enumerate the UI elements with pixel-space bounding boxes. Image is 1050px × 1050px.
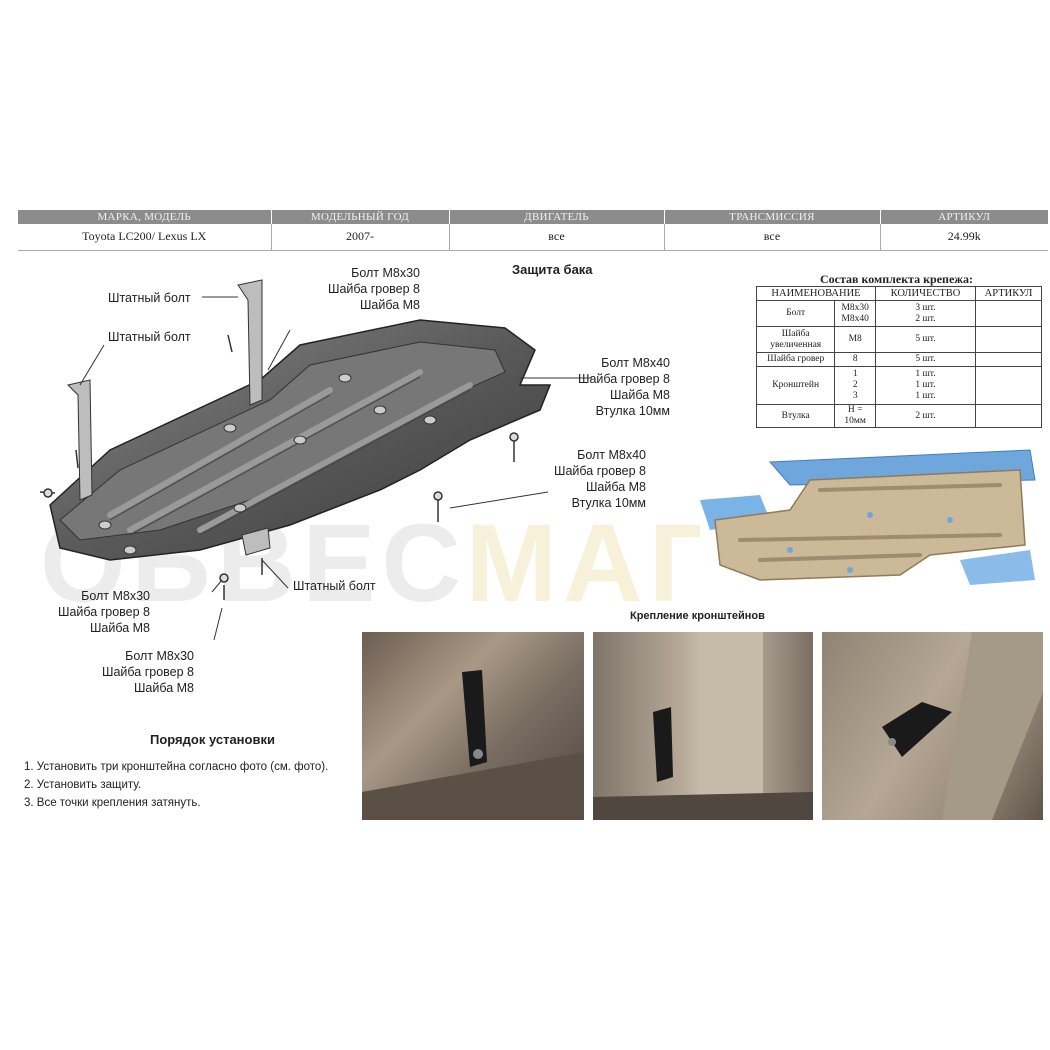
label-group-left-1: Болт М8х30 Шайба гровер 8 Шайба М8 xyxy=(58,589,150,635)
photo-bracket-1 xyxy=(362,632,584,820)
header-engine: ДВИГАТЕЛЬ xyxy=(449,210,665,224)
bracket-bottom xyxy=(241,527,271,556)
label-std-bolt-1: Штатный болт xyxy=(108,291,191,305)
label-std-bolt-2: Штатный болт xyxy=(108,330,191,344)
bracket-left xyxy=(67,379,93,501)
spec-table: МАРКА, МОДЕЛЬ МОДЕЛЬНЫЙ ГОД ДВИГАТЕЛЬ ТР… xyxy=(18,210,1048,251)
photo-bracket-3 xyxy=(822,632,1043,820)
cell-make-model: Toyota LC200/ Lexus LX xyxy=(18,224,272,251)
kit-header-qty: КОЛИЧЕСТВО xyxy=(875,286,976,301)
label-group-top: Болт М8х30 Шайба гровер 8 Шайба М8 xyxy=(328,266,420,312)
cell-transmission: все xyxy=(664,224,881,251)
list-item: 1. Установить три кронштейна согласно фо… xyxy=(24,761,329,773)
install-steps: 1. Установить три кронштейна согласно фо… xyxy=(24,758,328,812)
kit-title: Состав комплекта крепежа: xyxy=(820,272,973,286)
diagram-title: Защита бака xyxy=(512,262,593,277)
list-item: 2. Установить защиту. xyxy=(24,779,142,791)
table-row: Шайба гровер 8 5 шт. xyxy=(755,352,1042,367)
list-item: 3. Все точки крепления затянуть. xyxy=(24,797,201,809)
header-transmission: ТРАНСМИССИЯ xyxy=(664,210,881,224)
header-article: АРТИКУЛ xyxy=(880,210,1048,224)
cell-model-year: 2007- xyxy=(271,224,450,251)
bracket-top xyxy=(237,279,263,406)
header-model-year: МОДЕЛЬНЫЙ ГОД xyxy=(271,210,450,224)
label-group-right-1: Болт М8х40 Шайба гровер 8 Шайба М8 Втулк… xyxy=(578,356,670,418)
kit-header-article: АРТИКУЛ xyxy=(975,286,1042,301)
scan-render xyxy=(700,440,1040,590)
kit-header-name: НАИМЕНОВАНИЕ xyxy=(756,286,876,301)
label-std-bolt-3: Штатный болт xyxy=(293,579,376,593)
table-row: Втулка Н = 10мм 2 шт. xyxy=(755,404,1042,428)
header-make-model: МАРКА, МОДЕЛЬ xyxy=(18,210,272,224)
table-row: Шайба увеличенная М8 5 шт. xyxy=(755,326,1042,353)
label-group-right-2: Болт М8х40 Шайба гровер 8 Шайба М8 Втулк… xyxy=(554,448,646,510)
kit-table: НАИМЕНОВАНИЕ КОЛИЧЕСТВО АРТИКУЛ Болт М8х… xyxy=(755,286,1042,428)
install-title: Порядок установки xyxy=(150,732,275,747)
photos-caption: Крепление кронштейнов xyxy=(630,610,765,622)
photo-bracket-2 xyxy=(593,632,813,820)
cell-engine: все xyxy=(449,224,665,251)
label-group-left-2: Болт М8х30 Шайба гровер 8 Шайба М8 xyxy=(102,649,194,695)
cell-article: 24.99k xyxy=(880,224,1048,251)
